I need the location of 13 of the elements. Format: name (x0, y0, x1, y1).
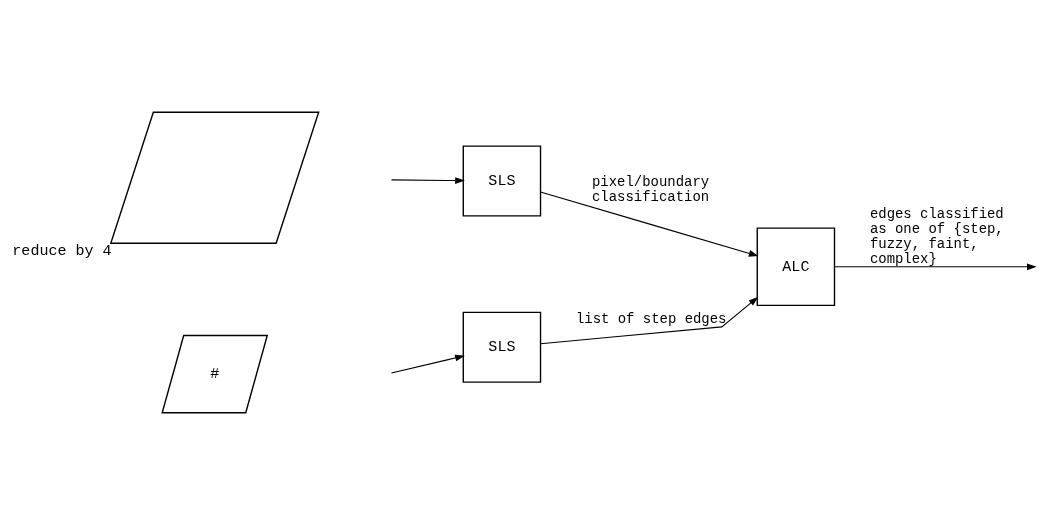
node-box: ALC (756, 227, 836, 307)
arrow (540, 296, 759, 345)
arrow (390, 354, 465, 374)
edge-label: list of step edges (575, 311, 727, 328)
arrow (540, 191, 759, 257)
arrow (390, 177, 465, 184)
edge-label: edges classified as one of {step, fuzzy, faint, complex} (869, 205, 1004, 267)
arrow (834, 263, 1037, 271)
node-label: reduce by 4 (12, 242, 112, 261)
edge-label: pixel/boundary classification (592, 173, 710, 205)
node-parallelogram (109, 111, 320, 244)
node-box: SLS (462, 311, 542, 383)
node-box: SLS (462, 145, 542, 217)
